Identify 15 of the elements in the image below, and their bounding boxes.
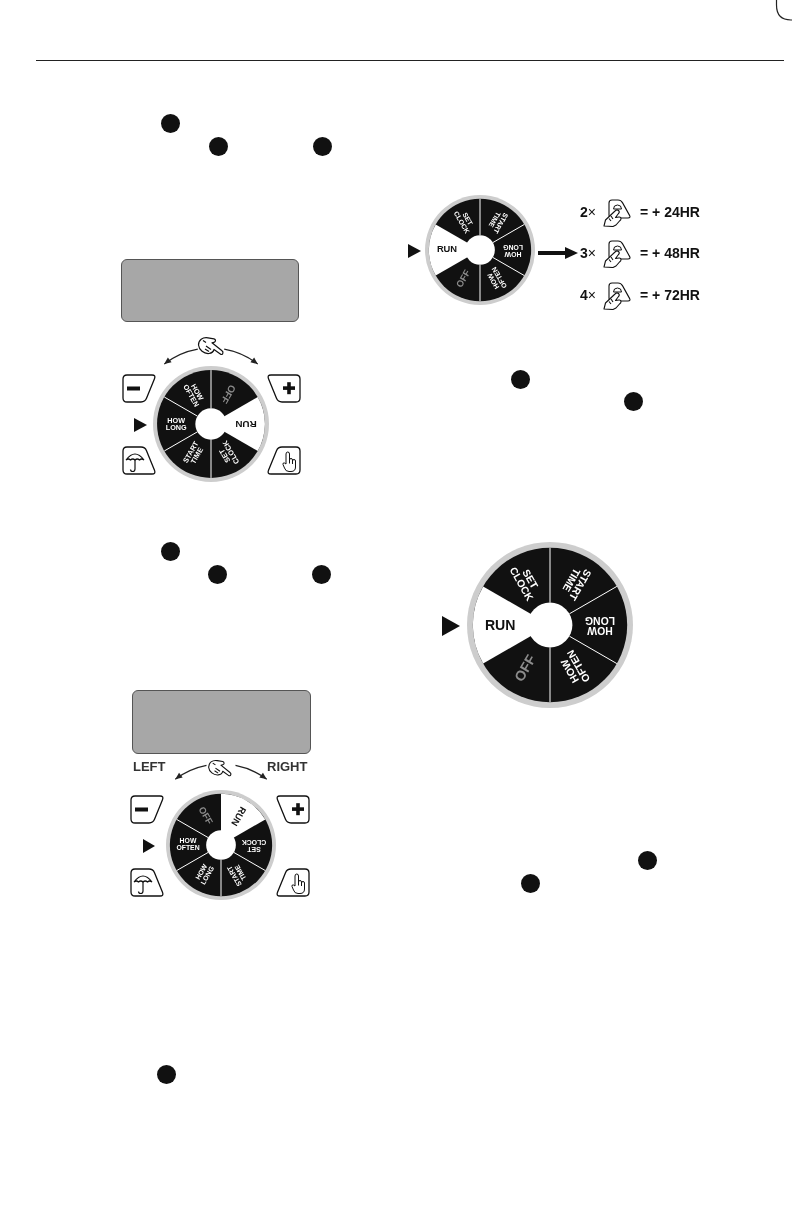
- multiplier-label: 4×: [580, 287, 596, 303]
- dial-label: RUN: [484, 617, 516, 633]
- direction-label: RIGHT: [267, 759, 308, 774]
- arrow: [538, 247, 578, 259]
- dial-label: RUN: [235, 419, 257, 429]
- dial-label: HOW LONG: [584, 614, 615, 636]
- multiplier-label: 3×: [580, 245, 596, 261]
- time-offset-label: = + 48HR: [640, 245, 700, 261]
- multiplier-label: 2×: [580, 204, 596, 220]
- dial-label: RUN: [436, 245, 458, 255]
- direction-label: LEFT: [133, 759, 166, 774]
- lcd-display: [132, 690, 311, 754]
- time-offset-label: = + 24HR: [640, 204, 700, 220]
- time-offset-label: = + 72HR: [640, 287, 700, 303]
- lcd-display: [121, 259, 299, 322]
